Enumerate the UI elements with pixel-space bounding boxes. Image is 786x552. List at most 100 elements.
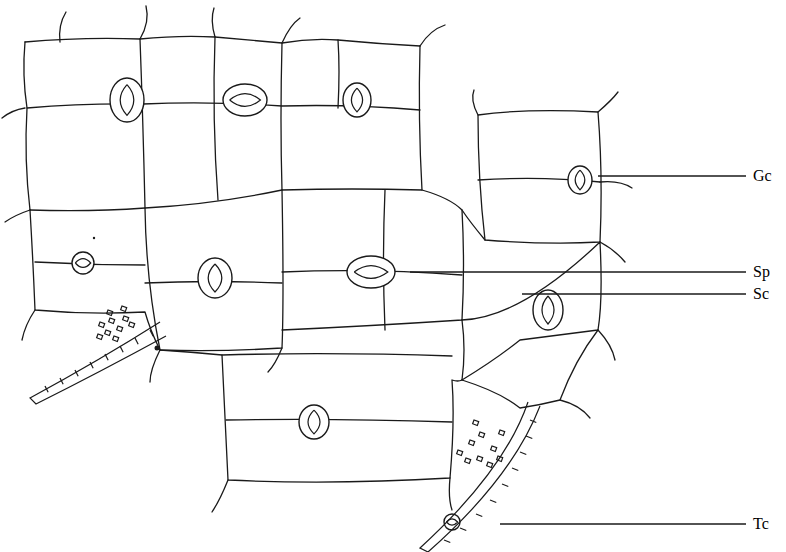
trichome-segment (526, 436, 532, 438)
stomatal-pore (354, 266, 388, 279)
stoma (299, 405, 329, 439)
cell-wall (24, 42, 30, 210)
part-label: Tc (752, 515, 770, 533)
cell-wall (419, 46, 422, 190)
guard-cell-outline (533, 290, 563, 330)
stoma (343, 83, 371, 117)
cell-wall (462, 242, 601, 380)
cell-wall-fragment (212, 8, 215, 37)
leader-line (598, 175, 746, 176)
guard-cell-outline (568, 166, 592, 194)
cell-wall-fragment (212, 480, 228, 512)
trichome-base-cell (129, 322, 135, 327)
trichome-segment (444, 540, 450, 542)
trichome-segment (135, 338, 138, 344)
trichome-base-cell (479, 432, 485, 437)
cell-wall-fragment (473, 90, 478, 115)
trichome-segment (502, 484, 508, 486)
stoma (223, 84, 267, 116)
guard-cell-outline (110, 78, 144, 122)
trichome-segment (120, 346, 123, 352)
dot (93, 237, 95, 239)
leader-line (410, 271, 746, 272)
cell-wall (140, 39, 145, 208)
trichome-segment (520, 452, 526, 454)
cell-wall (25, 36, 420, 46)
cell-wall-fragment (22, 310, 35, 340)
cell-wall (281, 43, 282, 190)
trichome-body (30, 322, 166, 404)
guard-cell-outline (223, 84, 267, 116)
trichome-base-cell (109, 318, 115, 323)
stoma (110, 78, 144, 122)
cell-wall (222, 354, 452, 356)
cell-walls (2, 6, 632, 512)
trichome-base-cell (487, 462, 493, 467)
stoma (533, 290, 563, 330)
trichome-base-cell (499, 430, 505, 435)
cell-wall-fragment (60, 12, 66, 42)
cell-wall-fragment (598, 92, 618, 112)
stomatal-pore (308, 410, 320, 434)
stomatal-pore (208, 264, 222, 292)
trichome-base-cell (491, 446, 497, 451)
cell-wall (30, 210, 160, 350)
cell-wall (462, 320, 464, 380)
leader-line (500, 523, 746, 524)
trichome-base-cell (117, 326, 123, 331)
trichome-base-cell (469, 440, 475, 445)
stomatal-pore (351, 88, 362, 112)
trichome-base-cell (105, 330, 111, 335)
cell-wall-fragment (449, 478, 452, 510)
trichome-base-cell (497, 456, 503, 461)
stoma (72, 252, 94, 274)
part-label: Gc (752, 167, 773, 185)
trichome-base-cell (473, 420, 479, 425)
guard-cell-outline (347, 256, 395, 288)
dot (155, 346, 160, 351)
stoma (347, 256, 395, 288)
cell-wall-fragment (282, 18, 300, 43)
cell-wall-fragment (5, 210, 30, 222)
part-label: Sp (752, 263, 771, 281)
stomatal-pore (120, 85, 134, 116)
part-label: Sc (752, 285, 770, 303)
trichome-body (420, 402, 540, 552)
stomatal-pore (542, 296, 554, 324)
trichome-base-cell (121, 306, 127, 311)
stomata (72, 78, 592, 530)
trichome-base-cell (97, 334, 103, 339)
trichome-segment (150, 330, 153, 336)
leader-line (522, 293, 746, 294)
cell-wall (462, 330, 598, 408)
cell-wall (30, 189, 485, 240)
trichome-segment (75, 370, 78, 376)
cell-wall (160, 350, 462, 482)
trichome-segment (60, 378, 63, 384)
trichome-base-cell (457, 450, 463, 455)
cell-wall-fragment (268, 348, 282, 372)
trichome-base-cell (465, 458, 471, 463)
trichomes (30, 306, 540, 552)
guard-cell-outline (198, 258, 232, 298)
stomatal-pore (446, 519, 457, 525)
guard-cell-outline (299, 405, 329, 439)
cell-wall-fragment (598, 330, 615, 360)
trichome-segment (530, 420, 536, 422)
trichome-base-cell (107, 310, 113, 315)
cell-wall (226, 419, 452, 422)
trichome-base-cell (477, 456, 483, 461)
trichome-segment (490, 500, 496, 502)
cell-wall-fragment (150, 350, 160, 382)
cell-wall (338, 40, 339, 108)
trichome-segment (105, 354, 108, 360)
stomatal-pore (75, 259, 90, 268)
trichome-segment (90, 362, 93, 368)
cell-wall (214, 37, 218, 200)
cell-wall-fragment (420, 25, 445, 46)
cell-wall (145, 190, 283, 351)
trichome-base-cell (99, 322, 105, 327)
trichome-segment (45, 386, 48, 392)
trichome-base-cell (113, 336, 119, 341)
